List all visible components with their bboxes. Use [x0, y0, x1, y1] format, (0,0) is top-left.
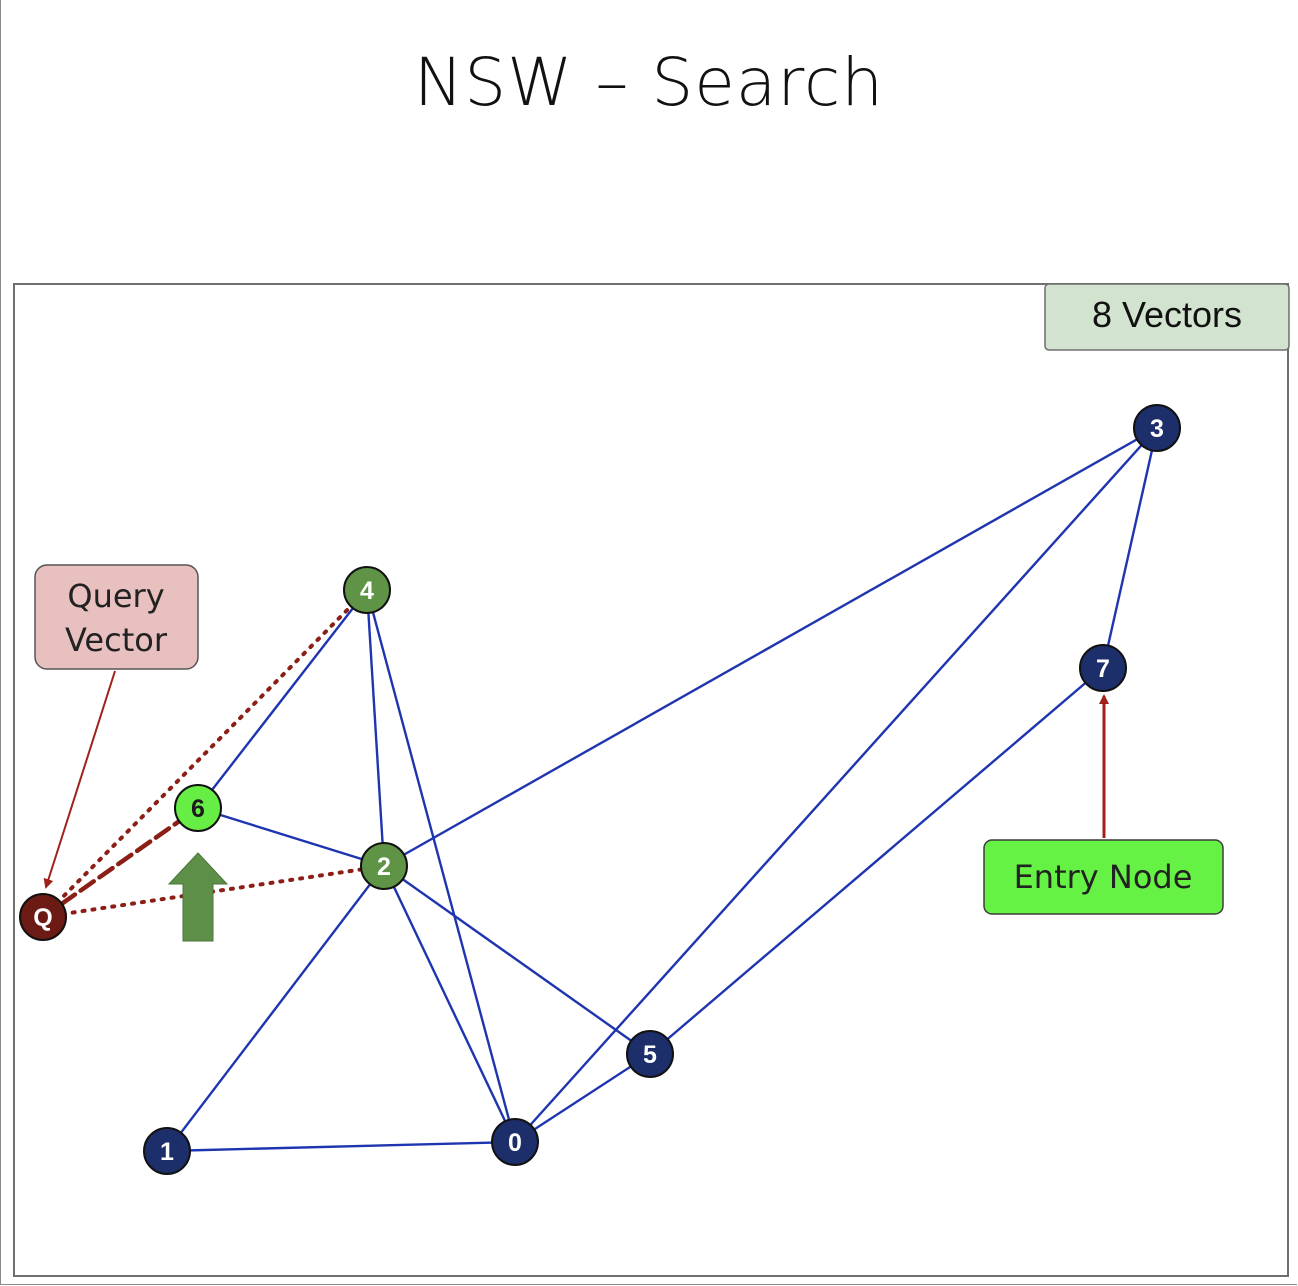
edge-0-4: [365, 589, 517, 1143]
node-3: 3: [1133, 404, 1181, 452]
node-0-label: 0: [508, 1129, 522, 1157]
edge-5-7: [649, 667, 1104, 1055]
query-callout-arrow: [43, 670, 116, 889]
node-3-circle: [1133, 404, 1181, 452]
node-5-circle: [626, 1030, 674, 1078]
distance-link-Q-6: [40, 805, 201, 920]
edge-2-6: [197, 806, 385, 868]
node-6-label: 6: [191, 795, 205, 823]
entry-callout-label: Entry Node: [1014, 858, 1193, 896]
node-Q: Q: [19, 893, 67, 941]
node-3-label: 3: [1150, 415, 1164, 443]
entry-node-callout: Entry Node: [983, 694, 1224, 915]
graph-nodes: 0 1 2 3 4 5 6 7Q: [19, 404, 1181, 1175]
node-0: 0: [491, 1118, 539, 1166]
diagram-frame: [13, 283, 1289, 1277]
graph-edges: [166, 426, 1159, 1153]
edge-0-2: [382, 865, 517, 1143]
query-callout-line2: Vector: [65, 621, 168, 659]
node-2: 2: [360, 842, 408, 890]
node-5-label: 5: [643, 1041, 657, 1069]
edge-0-3: [514, 427, 1158, 1143]
edge-1-0: [166, 1140, 516, 1153]
query-vector-callout: Query Vector: [34, 564, 199, 889]
node-4: 4: [343, 566, 391, 614]
node-0-circle: [491, 1118, 539, 1166]
node-2-circle: [360, 842, 408, 890]
edge-0-5: [514, 1052, 651, 1144]
edge-4-6: [197, 589, 368, 809]
node-5: 5: [626, 1030, 674, 1078]
node-6-circle: [174, 784, 222, 832]
vector-count-badge: 8 Vectors: [1044, 283, 1290, 351]
node-2-label: 2: [377, 853, 391, 881]
node-1-circle: [143, 1127, 191, 1175]
node-7: 7: [1079, 644, 1127, 692]
node-Q-label: Q: [33, 904, 52, 932]
query-callout-line1: Query: [67, 577, 164, 615]
edge-2-5: [383, 865, 651, 1055]
edge-1-2: [166, 865, 385, 1152]
node-7-label: 7: [1096, 655, 1110, 683]
node-7-circle: [1079, 644, 1127, 692]
vector-count-label: 8 Vectors: [1092, 294, 1242, 335]
edge-3-7: [1101, 427, 1159, 669]
node-Q-circle: [19, 893, 67, 941]
node-4-circle: [343, 566, 391, 614]
node-4-label: 4: [360, 577, 374, 605]
up-arrow-icon: [167, 852, 229, 942]
distance-link-Q-4: [41, 588, 369, 919]
node-1: 1: [143, 1127, 191, 1175]
edge-2-4: [365, 589, 386, 867]
page-title: NSW – Search: [413, 44, 885, 121]
edge-2-3: [383, 426, 1158, 868]
node-1-label: 1: [160, 1138, 174, 1166]
node-6: 6: [174, 784, 222, 832]
